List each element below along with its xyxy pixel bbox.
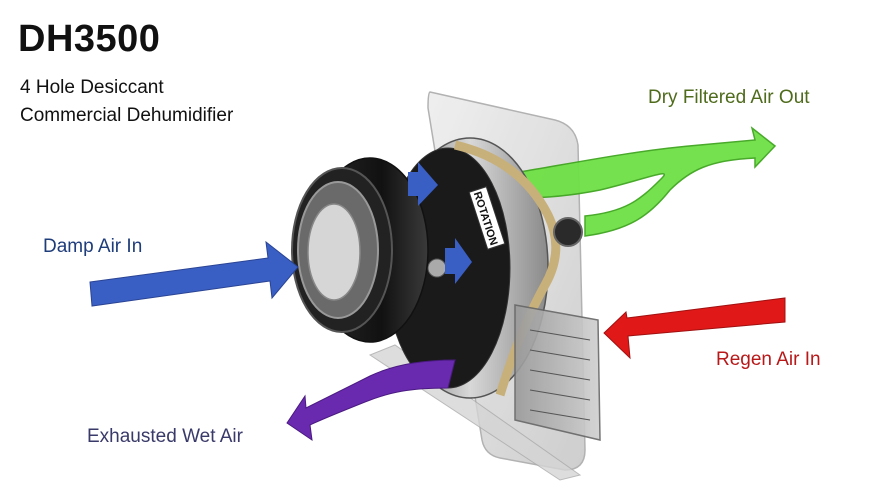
regen-air-in-arrow (603, 297, 786, 360)
exhausted-wet-air-arrow (286, 359, 456, 442)
product-title: DH3500 (18, 18, 161, 60)
product-subtitle: 4 Hole Desiccant Commercial Dehumidifier (20, 74, 233, 130)
dry-air-arrow-shape (519, 126, 777, 237)
dry-air-out-arrow (519, 126, 777, 237)
damp-air-in-arrow (89, 240, 299, 307)
regen-heater-box (514, 304, 601, 441)
exhausted-wet-air-text: Exhausted Wet Air (87, 426, 243, 447)
dry-air-out-text: Dry Filtered Air Out (648, 87, 810, 108)
drive-pulley (553, 217, 583, 247)
subtitle-line-2: Commercial Dehumidifier (20, 105, 234, 126)
regen-air-in-label: Regen Air In (716, 349, 821, 371)
internal-airflow-arrows (408, 162, 472, 284)
regen-air-in-text: Regen Air In (716, 349, 821, 370)
damp-air-in-text: Damp Air In (43, 236, 143, 257)
dry-air-out-label: Dry Filtered Air Out (648, 87, 810, 109)
damp-air-in-label: Damp Air In (43, 236, 142, 258)
process-fan (291, 157, 429, 343)
exhausted-wet-air-label: Exhausted Wet Air (87, 426, 243, 448)
subtitle-line-1: 4 Hole Desiccant (20, 77, 164, 98)
